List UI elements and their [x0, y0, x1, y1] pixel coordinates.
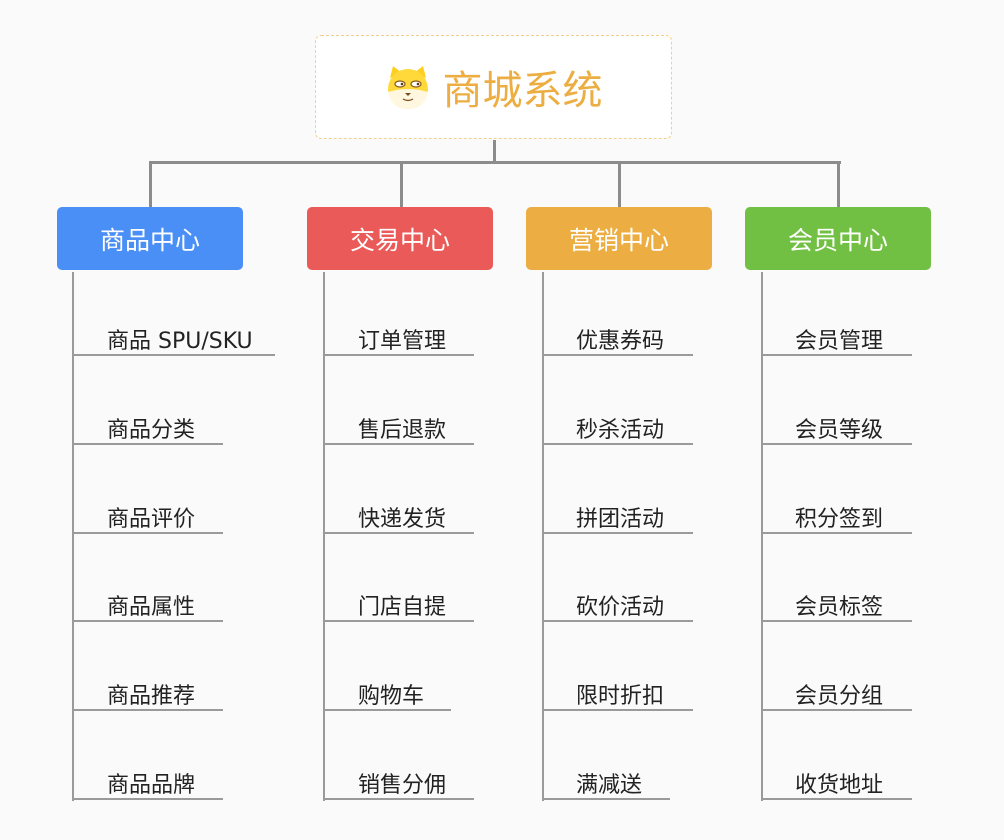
- leaf-item: 门店自提: [358, 595, 447, 620]
- branch-line: [761, 272, 763, 801]
- connector-line: [837, 162, 840, 207]
- item-underline: [761, 620, 912, 622]
- item-underline: [323, 798, 474, 800]
- leaf-item: 秒杀活动: [576, 418, 665, 443]
- leaf-item: 满减送: [576, 773, 643, 798]
- leaf-item: 拼团活动: [576, 507, 665, 532]
- item-underline: [72, 620, 223, 622]
- leaf-item: 商品 SPU/SKU: [107, 329, 253, 354]
- item-underline: [323, 443, 474, 445]
- item-underline: [542, 443, 693, 445]
- leaf-item: 会员标签: [795, 595, 884, 620]
- category-node: 商品中心: [57, 207, 243, 270]
- leaf-item: 收货地址: [795, 773, 884, 798]
- leaf-item: 商品属性: [107, 595, 196, 620]
- leaf-item: 购物车: [358, 684, 425, 709]
- item-underline: [761, 532, 912, 534]
- branch-line: [542, 272, 544, 801]
- item-underline: [72, 798, 223, 800]
- item-underline: [542, 354, 693, 356]
- item-underline: [761, 798, 912, 800]
- item-underline: [72, 354, 275, 356]
- root-node: 商城系统: [315, 35, 672, 139]
- connector-line: [493, 140, 496, 163]
- item-underline: [323, 620, 474, 622]
- item-underline: [323, 532, 474, 534]
- item-underline: [323, 709, 451, 711]
- item-underline: [542, 532, 693, 534]
- leaf-item: 积分签到: [795, 507, 884, 532]
- leaf-item: 快递发货: [358, 507, 447, 532]
- category-node: 交易中心: [307, 207, 493, 270]
- leaf-item: 会员等级: [795, 418, 884, 443]
- branch-line: [323, 272, 325, 801]
- category-node: 营销中心: [526, 207, 712, 270]
- item-underline: [542, 620, 693, 622]
- item-underline: [72, 443, 223, 445]
- item-underline: [542, 709, 693, 711]
- item-underline: [323, 354, 474, 356]
- connector-line: [618, 162, 621, 207]
- item-underline: [72, 532, 223, 534]
- connector-line: [149, 162, 152, 207]
- item-underline: [761, 709, 912, 711]
- item-underline: [72, 709, 223, 711]
- leaf-item: 商品分类: [107, 418, 196, 443]
- leaf-item: 订单管理: [358, 329, 447, 354]
- leaf-item: 会员分组: [795, 684, 884, 709]
- connector-line: [149, 161, 841, 164]
- leaf-item: 商品推荐: [107, 684, 196, 709]
- branch-line: [72, 272, 74, 801]
- leaf-item: 砍价活动: [576, 595, 665, 620]
- root-title: 商城系统: [442, 68, 603, 114]
- item-underline: [542, 798, 670, 800]
- shiba-dog-logo-icon: [387, 66, 428, 109]
- leaf-item: 商品品牌: [107, 773, 196, 798]
- leaf-item: 限时折扣: [576, 684, 665, 709]
- leaf-item: 会员管理: [795, 329, 884, 354]
- connector-line: [400, 162, 403, 207]
- item-underline: [761, 354, 912, 356]
- leaf-item: 销售分佣: [358, 773, 447, 798]
- category-node: 会员中心: [745, 207, 931, 270]
- leaf-item: 优惠券码: [576, 329, 665, 354]
- item-underline: [761, 443, 912, 445]
- leaf-item: 商品评价: [107, 507, 196, 532]
- leaf-item: 售后退款: [358, 418, 447, 443]
